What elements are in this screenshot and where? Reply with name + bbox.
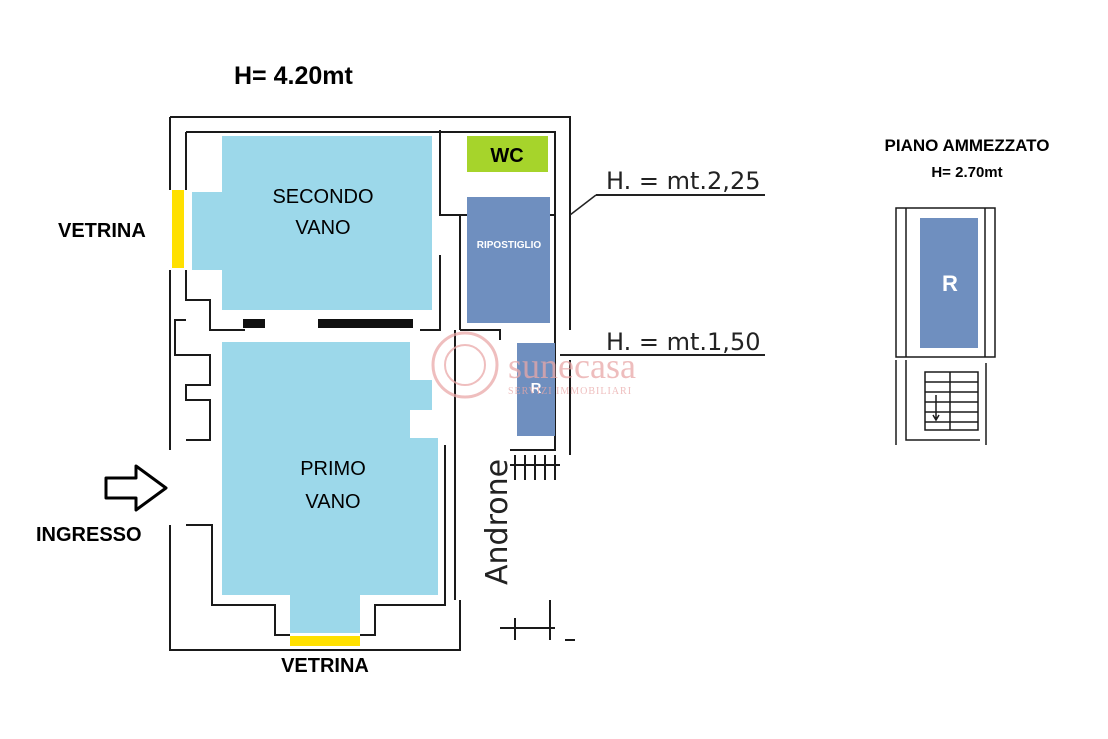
primo-vano-label-line1: PRIMO [300, 458, 366, 480]
primo-vano-label-line2: VANO [305, 491, 360, 513]
watermark: sunecasa SERVIZI IMMOBILIARI [431, 331, 636, 399]
mezzanine-title: PIANO AMMEZZATO [885, 136, 1050, 155]
primo-vano-room [222, 342, 438, 633]
secondo-vano-room [192, 136, 432, 310]
r-small-room [517, 343, 555, 436]
watermark-logo-icon [431, 331, 499, 399]
vetrina-bottom-label: VETRINA [281, 655, 369, 677]
watermark-brand: sunecasa [508, 346, 636, 386]
mezzanine-r-room [920, 218, 978, 348]
wc-label: WC [490, 145, 523, 167]
door-jamb-left [243, 319, 265, 328]
height-main-label: H= 4.20mt [234, 62, 353, 90]
height-225-leader [569, 194, 597, 216]
androne-label: Androne [480, 459, 515, 585]
secondo-vano-label-line2: VANO [295, 217, 350, 239]
vetrina-side-window [172, 190, 184, 268]
vetrina-side-label: VETRINA [58, 220, 146, 242]
walls [169, 116, 575, 651]
height-150-label: H. = mt.1,50 [606, 328, 760, 356]
mezzanine-height: H= 2.70mt [931, 164, 1002, 181]
vetrina-bottom-window [290, 636, 360, 646]
door-jamb-right [318, 319, 413, 328]
ripostiglio-room [467, 197, 550, 323]
r-small-label: R [531, 380, 542, 397]
ingresso-arrow-icon [104, 464, 168, 512]
watermark-tagline: SERVIZI IMMOBILIARI [508, 386, 632, 397]
wc-room [467, 136, 548, 172]
secondo-vano-label-line1: SECONDO [272, 186, 373, 208]
mezzanine-walls [895, 207, 996, 445]
ingresso-label: INGRESSO [36, 524, 142, 546]
ripostiglio-label: RIPOSTIGLIO [477, 240, 542, 251]
height-225-label: H. = mt.2,25 [606, 167, 760, 195]
mezzanine-r-label: R [942, 271, 958, 296]
